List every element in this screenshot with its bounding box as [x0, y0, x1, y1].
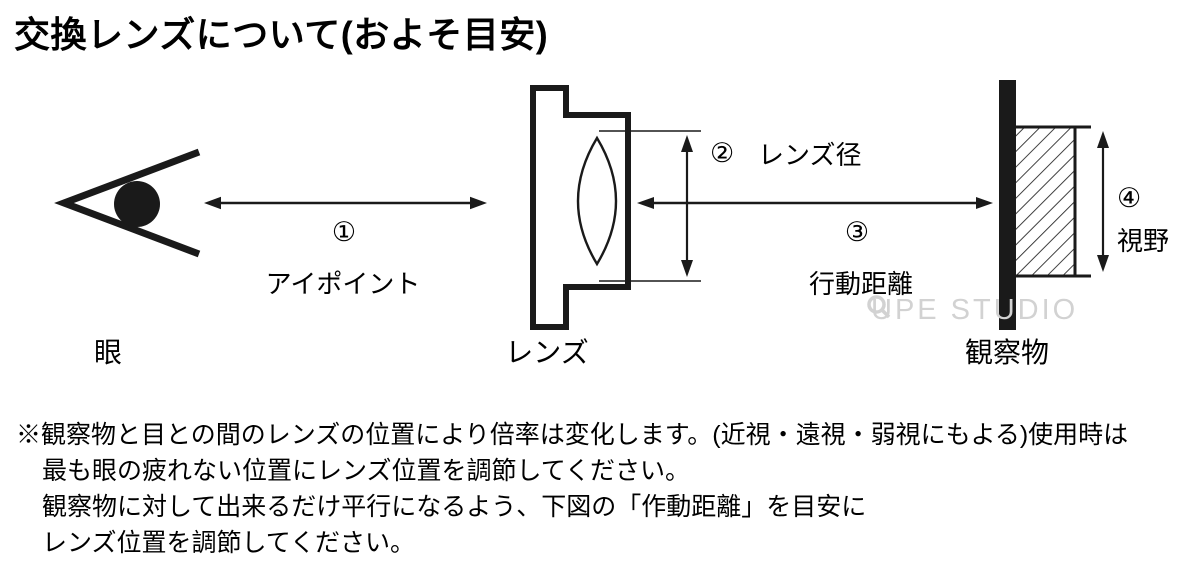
working-distance-label: 行動距離 [808, 269, 914, 299]
marker2-number: ② [710, 138, 735, 168]
lens-diameter-lines [599, 130, 701, 282]
marker4-number: ④ [1117, 183, 1142, 213]
marker1-number: ① [331, 217, 357, 247]
lens-diameter-label: レンズ径 [758, 140, 862, 170]
eyepoint-arrow [204, 196, 487, 210]
marker3-number: ③ [844, 217, 870, 247]
page-title: 交換レンズについて(およそ目安) [14, 14, 549, 55]
note-line-1: ※観察物と目との間のレンズの位置により倍率は変化します。(近視・遠視・弱視にもよ… [16, 421, 1129, 449]
object-shape [999, 80, 1091, 330]
lens-shape [530, 85, 631, 330]
lens-diameter-arrow [681, 135, 693, 277]
note-line-4: レンズ位置を調節してください。 [42, 529, 416, 557]
field-of-view-arrow [1097, 131, 1109, 272]
watermark: UPE STUDIO [866, 294, 1078, 327]
watermark-text: UPE STUDIO [871, 294, 1079, 326]
object-label: 観察物 [964, 337, 1050, 368]
lens-label: レンズ [505, 337, 589, 368]
note-line-3: 観察物に対して出来るだけ平行になるよう、下図の「作動距離」を目安に [42, 493, 867, 521]
field-of-view-label: 視野 [1117, 226, 1170, 256]
working-distance-arrow [637, 197, 993, 209]
note-line-2: 最も眼の疲れない位置にレンズ位置を調節してください。 [42, 457, 691, 485]
eye-icon [54, 148, 201, 258]
eye-label: 眼 [93, 337, 123, 368]
eyepoint-label: アイポイント [265, 269, 421, 299]
